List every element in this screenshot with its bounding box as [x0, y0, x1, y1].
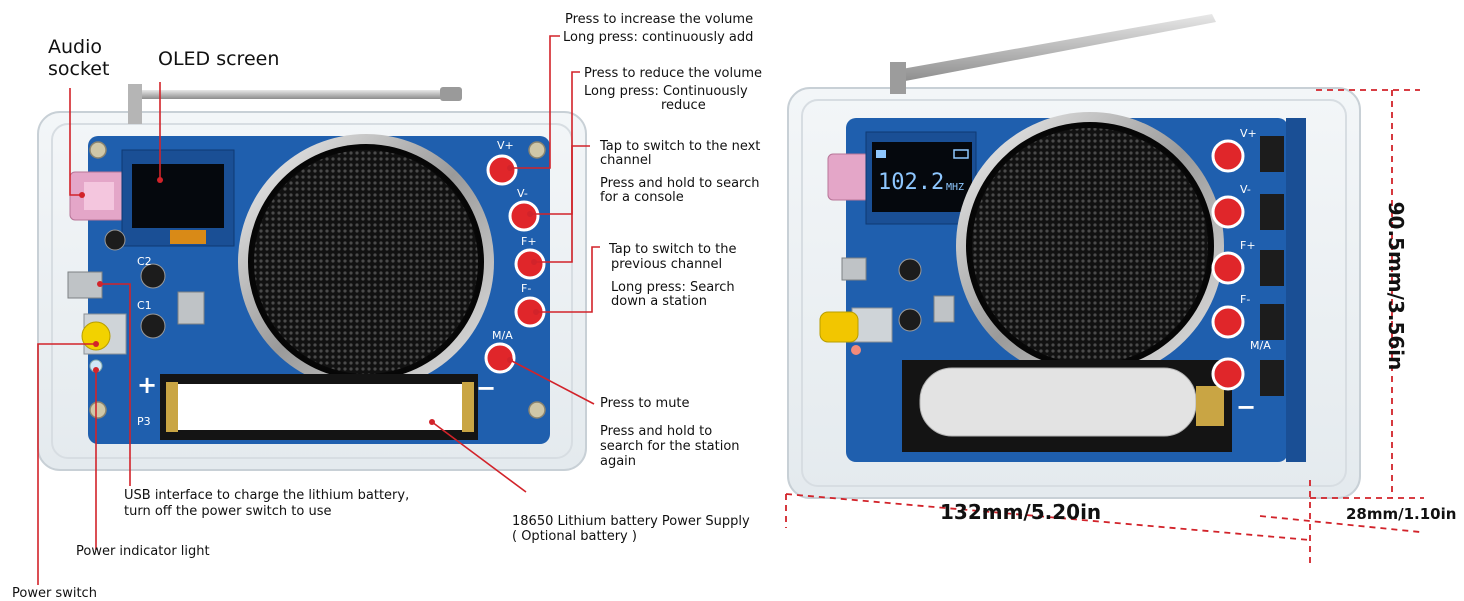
mute-label-4: again [600, 454, 637, 469]
battery-cell [919, 367, 1197, 437]
usb-port [67, 271, 103, 299]
screws [89, 141, 546, 419]
pcb-minus-sign: − [476, 374, 497, 402]
next-channel-label-3: Press and hold to search [600, 176, 760, 191]
capacitor-c1 [140, 313, 166, 339]
volume-up-label-1: Press to increase the volume [565, 12, 754, 27]
pcb-label-vplus-right: V+ [1240, 127, 1257, 140]
pcb-label-vminus-right: V- [1240, 183, 1251, 196]
pcb-label-fplus: F+ [521, 235, 537, 248]
capacitor-c2 [140, 263, 166, 289]
pcb-label-p3: P3 [137, 415, 151, 428]
dimension-lines [785, 89, 1424, 566]
pcb-plus-sign: + [137, 371, 158, 399]
usb-label-2: turn off the power switch to use [124, 504, 332, 519]
button-column-right [1211, 136, 1284, 396]
oled-unit: MHZ [946, 182, 965, 193]
oled-screen [132, 164, 224, 228]
volume-down-label-3: reduce [661, 98, 706, 113]
volume-down-label-2: Long press: Continuously [584, 84, 748, 99]
pcb-label-fplus-right: F+ [1240, 239, 1256, 252]
height-dimension-label: 90.5mm/3.56in [1384, 201, 1408, 371]
oled-screen-label: OLED screen [158, 48, 280, 70]
power-indicator-label: Power indicator light [76, 544, 210, 559]
prev-channel-label-1: Tap to switch to the [609, 242, 737, 257]
volume-up-label-2: Long press: continuously add [563, 30, 754, 45]
pcb-label-ma: M/A [492, 329, 513, 342]
power-switch-knob [81, 321, 111, 351]
antenna [128, 84, 462, 124]
volume-down-button [508, 200, 540, 232]
volume-down-label-1: Press to reduce the volume [584, 66, 762, 81]
speaker-grill-right [972, 128, 1208, 364]
pcb-minus-sign-right: − [1236, 393, 1257, 421]
pcb-label-c1: C1 [137, 299, 152, 312]
pcb-label-vplus: V+ [497, 139, 514, 152]
next-channel-button [514, 248, 546, 280]
volume-up-button [486, 154, 518, 186]
pcb-label-fminus-right: F- [1240, 293, 1251, 306]
usb-label-1: USB interface to charge the lithium batt… [124, 488, 410, 503]
prev-channel-label-4: down a station [611, 294, 708, 309]
pcb-label-vminus: V- [517, 187, 528, 200]
speaker-grill [254, 150, 478, 374]
power-switch-label: Power switch [12, 586, 97, 601]
mute-label-2: Press and hold to [600, 424, 713, 439]
button-column [484, 154, 546, 374]
width-dimension-label: 132mm/5.20in [940, 500, 1102, 524]
next-channel-label-4: for a console [600, 190, 684, 205]
mute-label-3: search for the station [600, 439, 740, 454]
battery-label-2: ( Optional battery ) [512, 529, 637, 544]
next-channel-label-2: channel [600, 153, 652, 168]
pcb-label-fminus: F- [521, 282, 532, 295]
right-device [785, 14, 1424, 566]
audio-socket-label: Audio socket [48, 36, 110, 80]
antenna-right [896, 14, 1216, 82]
oled-frequency: 102.2 [878, 170, 945, 195]
leader-lines [37, 35, 600, 585]
prev-channel-label-3: Long press: Search [611, 280, 735, 295]
pcb-label-ma-right: M/A [1250, 339, 1271, 352]
oled-screen-right [872, 142, 972, 212]
mute-label-1: Press to mute [600, 396, 690, 411]
mute-button [484, 342, 516, 374]
depth-dimension-label: 28mm/1.10in [1346, 505, 1457, 523]
prev-channel-label-2: previous channel [611, 257, 723, 272]
left-device [37, 35, 600, 585]
power-switch-right [819, 311, 859, 343]
next-channel-label-1: Tap to switch to the next [600, 139, 761, 154]
pcb-label-c2: C2 [137, 255, 152, 268]
battery-label-1: 18650 Lithium battery Power Supply [512, 514, 750, 529]
